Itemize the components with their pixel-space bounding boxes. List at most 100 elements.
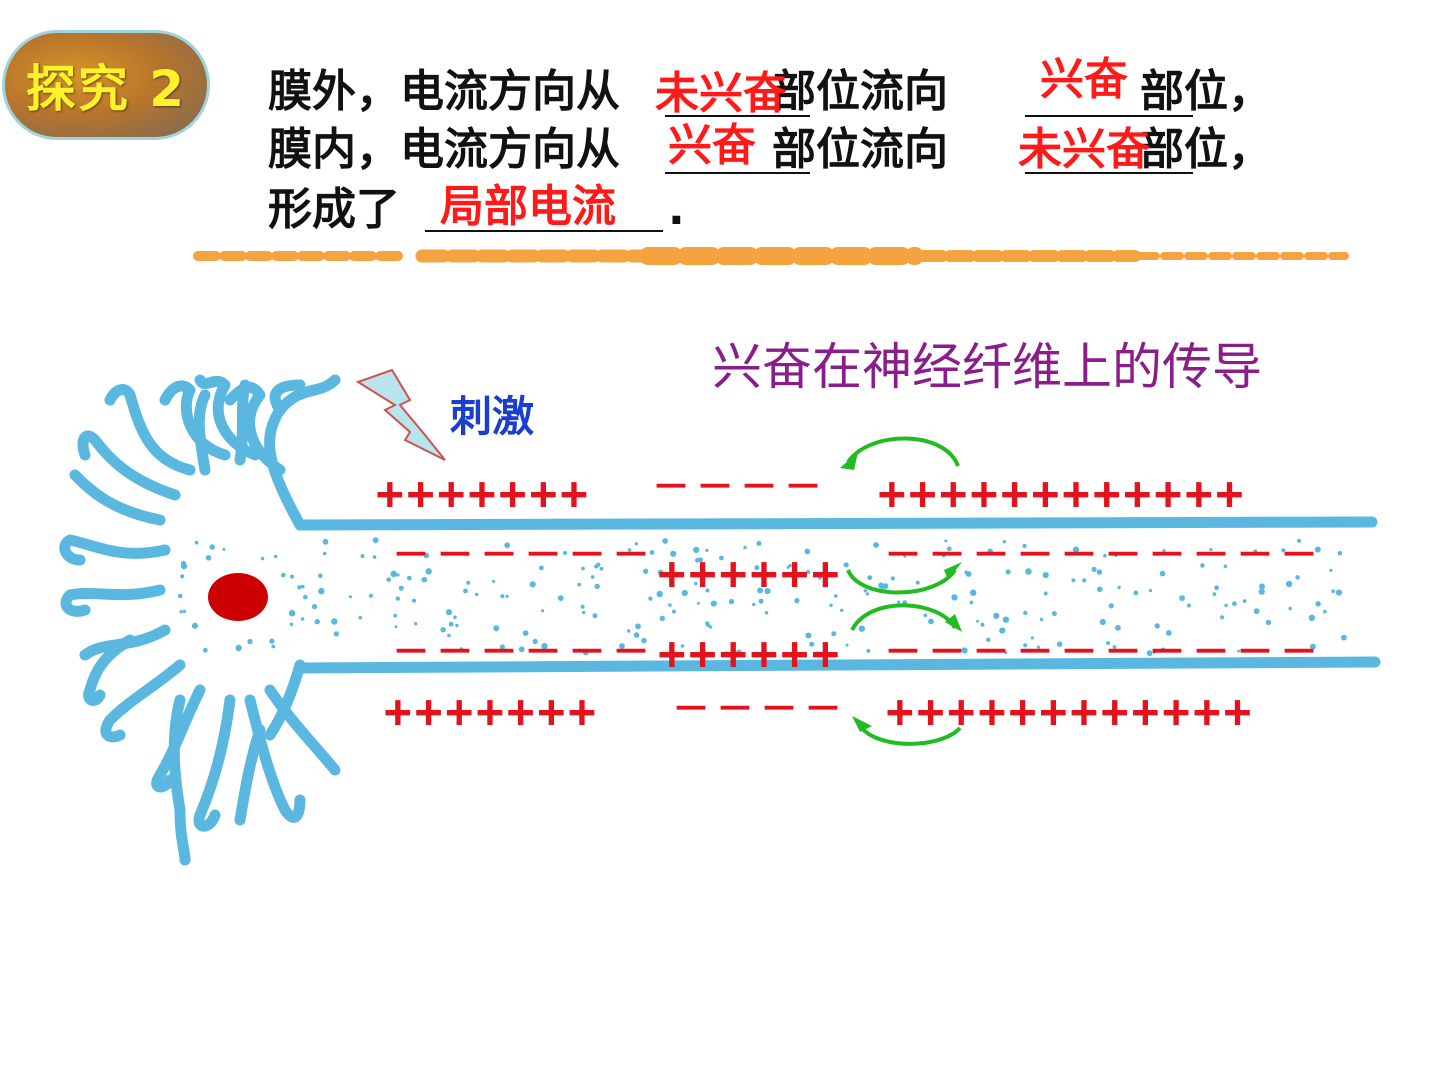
cytoplasm-dot	[289, 622, 294, 627]
cytoplasm-dot	[1148, 589, 1153, 593]
cytoplasm-dot	[878, 582, 885, 589]
cytoplasm-dot	[372, 555, 377, 559]
cytoplasm-dot	[986, 637, 991, 642]
cytoplasm-dot	[222, 547, 226, 551]
cytoplasm-dot	[1186, 603, 1191, 608]
cytoplasm-dot	[1097, 586, 1103, 593]
cytoplasm-dot	[1288, 606, 1292, 611]
cytoplasm-dot	[719, 555, 724, 561]
cytoplasm-dot	[562, 550, 568, 556]
cytoplasm-dot	[758, 598, 764, 604]
cytoplasm-dot	[500, 594, 505, 599]
cytoplasm-dot	[463, 588, 468, 594]
question-line-1: 膜外，电流方向从部位流向部位，	[268, 70, 1272, 114]
cytoplasm-dot	[395, 596, 400, 601]
cytoplasm-dot	[577, 582, 582, 587]
cytoplasm-dot	[1117, 585, 1121, 590]
cytoplasm-dot	[815, 651, 821, 657]
cytoplasm-dot	[1146, 650, 1153, 657]
blank-inner-to	[1025, 172, 1193, 174]
cytoplasm-dot	[670, 550, 677, 557]
cytoplasm-dot	[529, 581, 536, 588]
cytoplasm-dot	[1072, 546, 1080, 553]
cytoplasm-dot	[180, 574, 185, 579]
cytoplasm-dot	[619, 643, 625, 649]
cytoplasm-dot	[1314, 546, 1321, 553]
cytoplasm-dot	[1209, 547, 1213, 552]
cytoplasm-dot	[1162, 549, 1166, 553]
cytoplasm-dot	[1179, 595, 1185, 601]
cytoplasm-dot	[840, 608, 844, 612]
answer-outer-to: 兴奋	[1040, 54, 1128, 105]
cytoplasm-dot	[843, 562, 849, 568]
cytoplasm-dot	[1165, 630, 1172, 636]
cytoplasm-dot	[648, 596, 653, 601]
cytoplasm-dot	[649, 550, 655, 555]
cytoplasm-dot	[1025, 568, 1032, 575]
cytoplasm-dot	[386, 577, 392, 582]
cytoplasm-dot	[659, 615, 665, 621]
cytoplasm-dot	[1039, 617, 1044, 622]
cytoplasm-dot	[1259, 583, 1265, 590]
cytoplasm-dot	[445, 609, 453, 616]
cytoplasm-dot	[858, 625, 866, 632]
cytoplasm-dot	[314, 619, 320, 625]
cytoplasm-dot	[466, 580, 471, 585]
cytoplasm-dot	[1002, 616, 1010, 623]
cytoplasm-dot	[1310, 643, 1316, 650]
cytoplasm-dot	[1220, 615, 1225, 620]
cytoplasm-dot	[582, 610, 586, 615]
cytoplasm-dot	[1159, 570, 1166, 577]
cytoplasm-dot	[993, 612, 1000, 620]
cytoplasm-dot	[710, 600, 717, 607]
cytoplasm-dot	[987, 548, 993, 555]
cytoplasm-dot	[394, 625, 398, 629]
cytoplasm-dot	[915, 580, 920, 585]
cytoplasm-dot	[491, 579, 496, 583]
cytoplasm-dot	[1242, 599, 1247, 603]
cytoplasm-dot	[290, 574, 295, 579]
cytoplasm-dot	[594, 564, 599, 569]
cytoplasm-dot	[522, 630, 529, 636]
line2-suffix: 部位，	[1140, 124, 1272, 175]
cytoplasm-dot	[865, 592, 870, 596]
cytoplasm-dot	[1051, 611, 1057, 617]
cytoplasm-dot	[1224, 603, 1228, 608]
cytoplasm-dot	[499, 644, 505, 650]
question-line-2: 膜内，电流方向从部位流向部位，	[268, 128, 1272, 172]
cytoplasm-dot	[179, 610, 183, 614]
cytoplasm-dot	[440, 627, 446, 633]
line3-prefix: 形成了	[268, 184, 400, 235]
cytoplasm-dot	[641, 637, 647, 644]
cytoplasm-dot	[863, 589, 867, 593]
cytoplasm-dot	[757, 587, 764, 594]
cytoplasm-dot	[1036, 645, 1041, 649]
cytoplasm-dot	[393, 613, 398, 618]
cytoplasm-dot	[599, 566, 604, 571]
cytoplasm-dot	[493, 625, 500, 632]
cytoplasm-dot	[1082, 578, 1087, 583]
cytoplasm-dot	[1341, 634, 1347, 641]
cytoplasm-dots	[177, 537, 1347, 657]
cytoplasm-dot	[1030, 636, 1034, 640]
cytoplasm-dot	[890, 576, 895, 581]
cytoplasm-dot	[1335, 589, 1343, 596]
cytoplasm-dot	[209, 544, 215, 550]
cytoplasm-dot	[273, 554, 278, 559]
cytoplasm-dot	[680, 644, 685, 648]
cytoplasm-dot	[694, 581, 698, 586]
cytoplasm-dot	[708, 625, 713, 629]
cytoplasm-dot	[288, 609, 296, 617]
blank-outer-to	[1025, 115, 1193, 117]
axon-membranes	[294, 516, 1381, 674]
cytoplasm-dot	[1091, 566, 1097, 573]
cytoplasm-dot	[318, 573, 323, 578]
cytoplasm-dot	[668, 603, 672, 607]
charges-bottom-inner-right: －－－－－－－－－－	[884, 630, 1325, 674]
cytoplasm-dot	[412, 598, 417, 603]
cytoplasm-dot	[867, 575, 873, 581]
line3-end: .	[668, 184, 685, 235]
cytoplasm-dot	[662, 538, 669, 544]
cytoplasm-dot	[1023, 610, 1028, 616]
cytoplasm-dot	[626, 629, 631, 633]
